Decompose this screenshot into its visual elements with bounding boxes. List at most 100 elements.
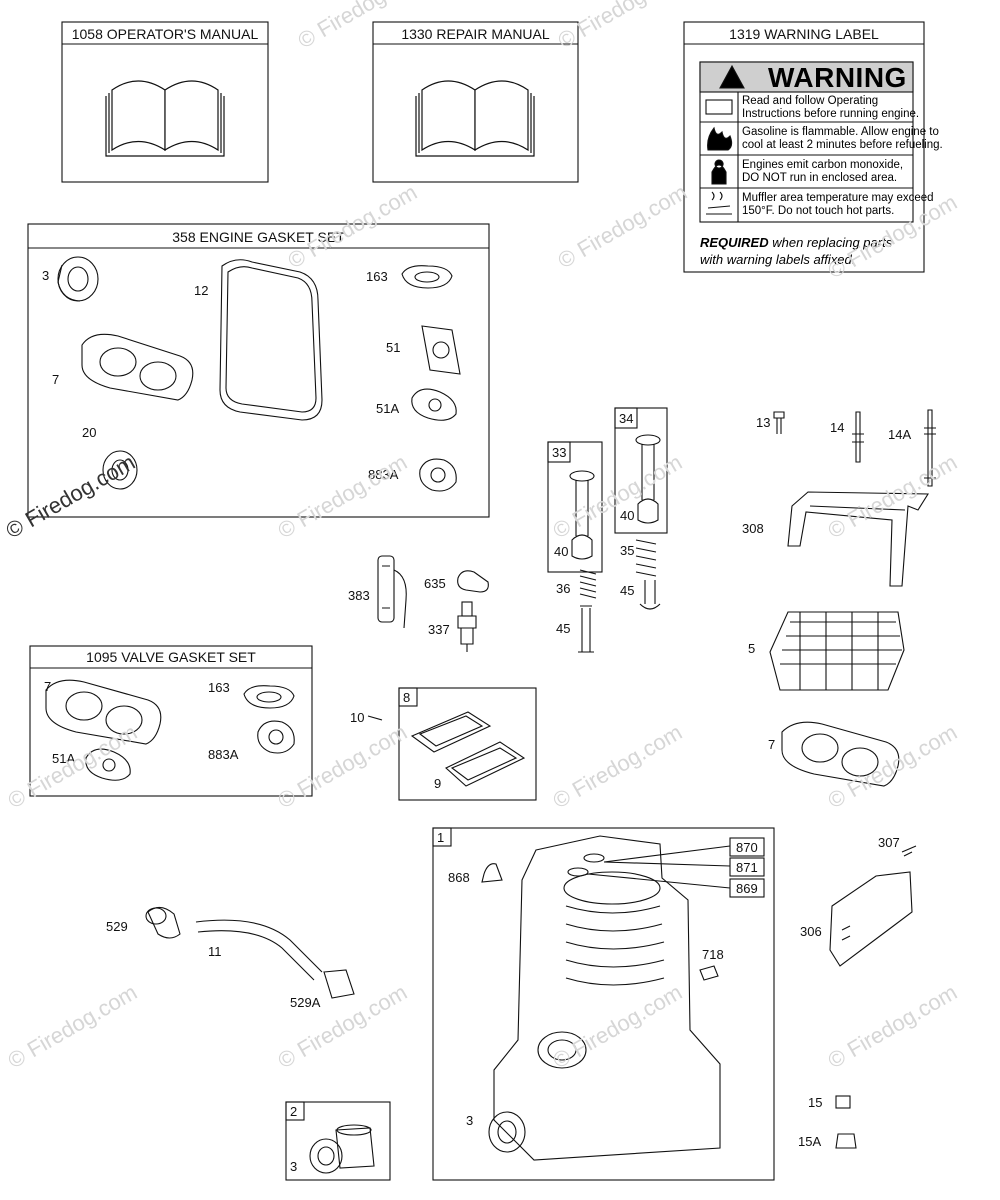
warning-line-4b: 150°F. Do not touch hot parts. (742, 205, 895, 217)
head-gasket (781, 721, 900, 787)
cylinder-block-box-1 (432, 827, 775, 1181)
warning-line-4a: Muffler area temperature may exceed (742, 192, 934, 204)
gasket-51 (421, 325, 461, 375)
stud-14a (924, 409, 936, 487)
box-2 (285, 1101, 391, 1181)
valve-spring-35 (635, 539, 657, 577)
box-33-label: 33 (552, 445, 567, 460)
bolt-13 (773, 411, 785, 434)
warning-line-3a: Engines emit carbon monoxide, (742, 159, 904, 171)
callout-label: 308 (742, 521, 764, 536)
oil-seal (57, 256, 99, 302)
operators-manual-box (61, 21, 269, 183)
callout-label: 40 (620, 508, 635, 523)
callout-label: 870 (736, 840, 758, 855)
callout-label: 718 (702, 947, 724, 962)
gasket-51a (85, 748, 131, 781)
warning-heading: WARNING (768, 62, 907, 93)
callout-label: 307 (878, 835, 900, 850)
elbow-529a (323, 969, 355, 999)
warning-label-box (683, 21, 925, 273)
callout-label: 5 (748, 641, 756, 656)
valve-gasket-set-title: 1095 VALVE GASKET SET (86, 649, 256, 665)
callout-label: 36 (556, 581, 571, 596)
gasket-163 (243, 685, 295, 709)
spark-plug-337 (457, 601, 477, 652)
callout-label: 869 (736, 881, 758, 896)
callout-label: 35 (620, 543, 635, 558)
callout-label: 45 (620, 583, 635, 598)
gasket-163 (401, 265, 453, 289)
spark-plug-boot-635 (457, 570, 489, 593)
fitting-15a (835, 1133, 857, 1149)
callout-label: 14A (888, 427, 912, 442)
operators-manual-title: 1058 OPERATOR'S MANUAL (71, 26, 259, 42)
tappet-45a (578, 605, 594, 653)
head-gasket (81, 333, 194, 401)
person-fumes-icon (711, 159, 727, 185)
box-2-label: 2 (290, 1104, 298, 1119)
callout-label: 45 (556, 621, 571, 636)
breather-tube-383 (377, 555, 407, 629)
stud-14 (852, 411, 864, 463)
gasket-883a (419, 458, 457, 492)
callout-label: 12 (194, 283, 209, 298)
exhaust-valve-box-34 (614, 407, 668, 534)
bolt-307 (901, 845, 917, 857)
elbow-529 (145, 906, 181, 939)
warning-line-3b: DO NOT run in enclosed area. (742, 172, 898, 184)
warning-triangle-icon (719, 64, 745, 89)
warning-line-1a: Read and follow Operating (742, 95, 879, 107)
tappet-45b (639, 580, 661, 610)
book-icon (415, 80, 535, 157)
flame-icon (707, 126, 733, 151)
box-34-label: 34 (619, 411, 634, 426)
callout-label: 7 (768, 737, 776, 752)
head-gasket (45, 679, 162, 745)
callout-label: 529A (290, 995, 321, 1010)
callout-label: 51 (386, 340, 401, 355)
engine-gasket-set-title: 358 ENGINE GASKET SET (172, 229, 345, 245)
book-small-icon (705, 99, 733, 115)
tube-11 (195, 919, 323, 981)
callout-label: 7 (44, 679, 52, 694)
repair-manual-title: 1330 REPAIR MANUAL (401, 26, 550, 42)
callout-label: 529 (106, 919, 128, 934)
callout-label: 163 (208, 680, 230, 695)
cylinder-head-5 (769, 611, 905, 691)
callout-label: 11 (208, 944, 222, 959)
callout-label: 9 (434, 776, 442, 791)
callout-label: 15 (808, 1095, 823, 1110)
shield-306 (829, 871, 913, 967)
callout-label: 337 (428, 622, 450, 637)
seal-20 (102, 450, 138, 490)
callout-label: 51A (376, 401, 400, 416)
callout-label: 383 (348, 588, 370, 603)
callout-label: 635 (424, 576, 446, 591)
valve-cover-box-8 (367, 687, 537, 801)
warning-line-1b: Instructions before running engine. (742, 108, 920, 120)
book-icon (105, 80, 225, 157)
callout-label: 883A (208, 747, 239, 762)
required-bold: REQUIRED (700, 235, 769, 250)
warning-label-title: 1319 WARNING LABEL (729, 26, 879, 42)
callout-label: 13 (756, 415, 771, 430)
intake-valve-box-33 (547, 441, 603, 573)
callout-label: 868 (448, 870, 470, 885)
valve-gasket-set-box (29, 645, 313, 797)
required-rest: when replacing parts (768, 235, 893, 250)
callout-label: 883A (368, 467, 399, 482)
engine-gasket-set-box (27, 223, 490, 518)
callout-label: 51A (52, 751, 76, 766)
gasket-51a (411, 388, 457, 421)
crankcase-gasket (219, 259, 323, 421)
box-8-label: 8 (403, 690, 411, 705)
air-guide-308 (787, 491, 929, 587)
plug-15 (835, 1095, 851, 1109)
valve-spring-36 (579, 569, 597, 599)
callout-label: 871 (736, 860, 758, 875)
callout-label: 3 (466, 1113, 474, 1128)
box-1-label: 1 (437, 830, 445, 845)
hot-surface-icon (706, 191, 732, 215)
